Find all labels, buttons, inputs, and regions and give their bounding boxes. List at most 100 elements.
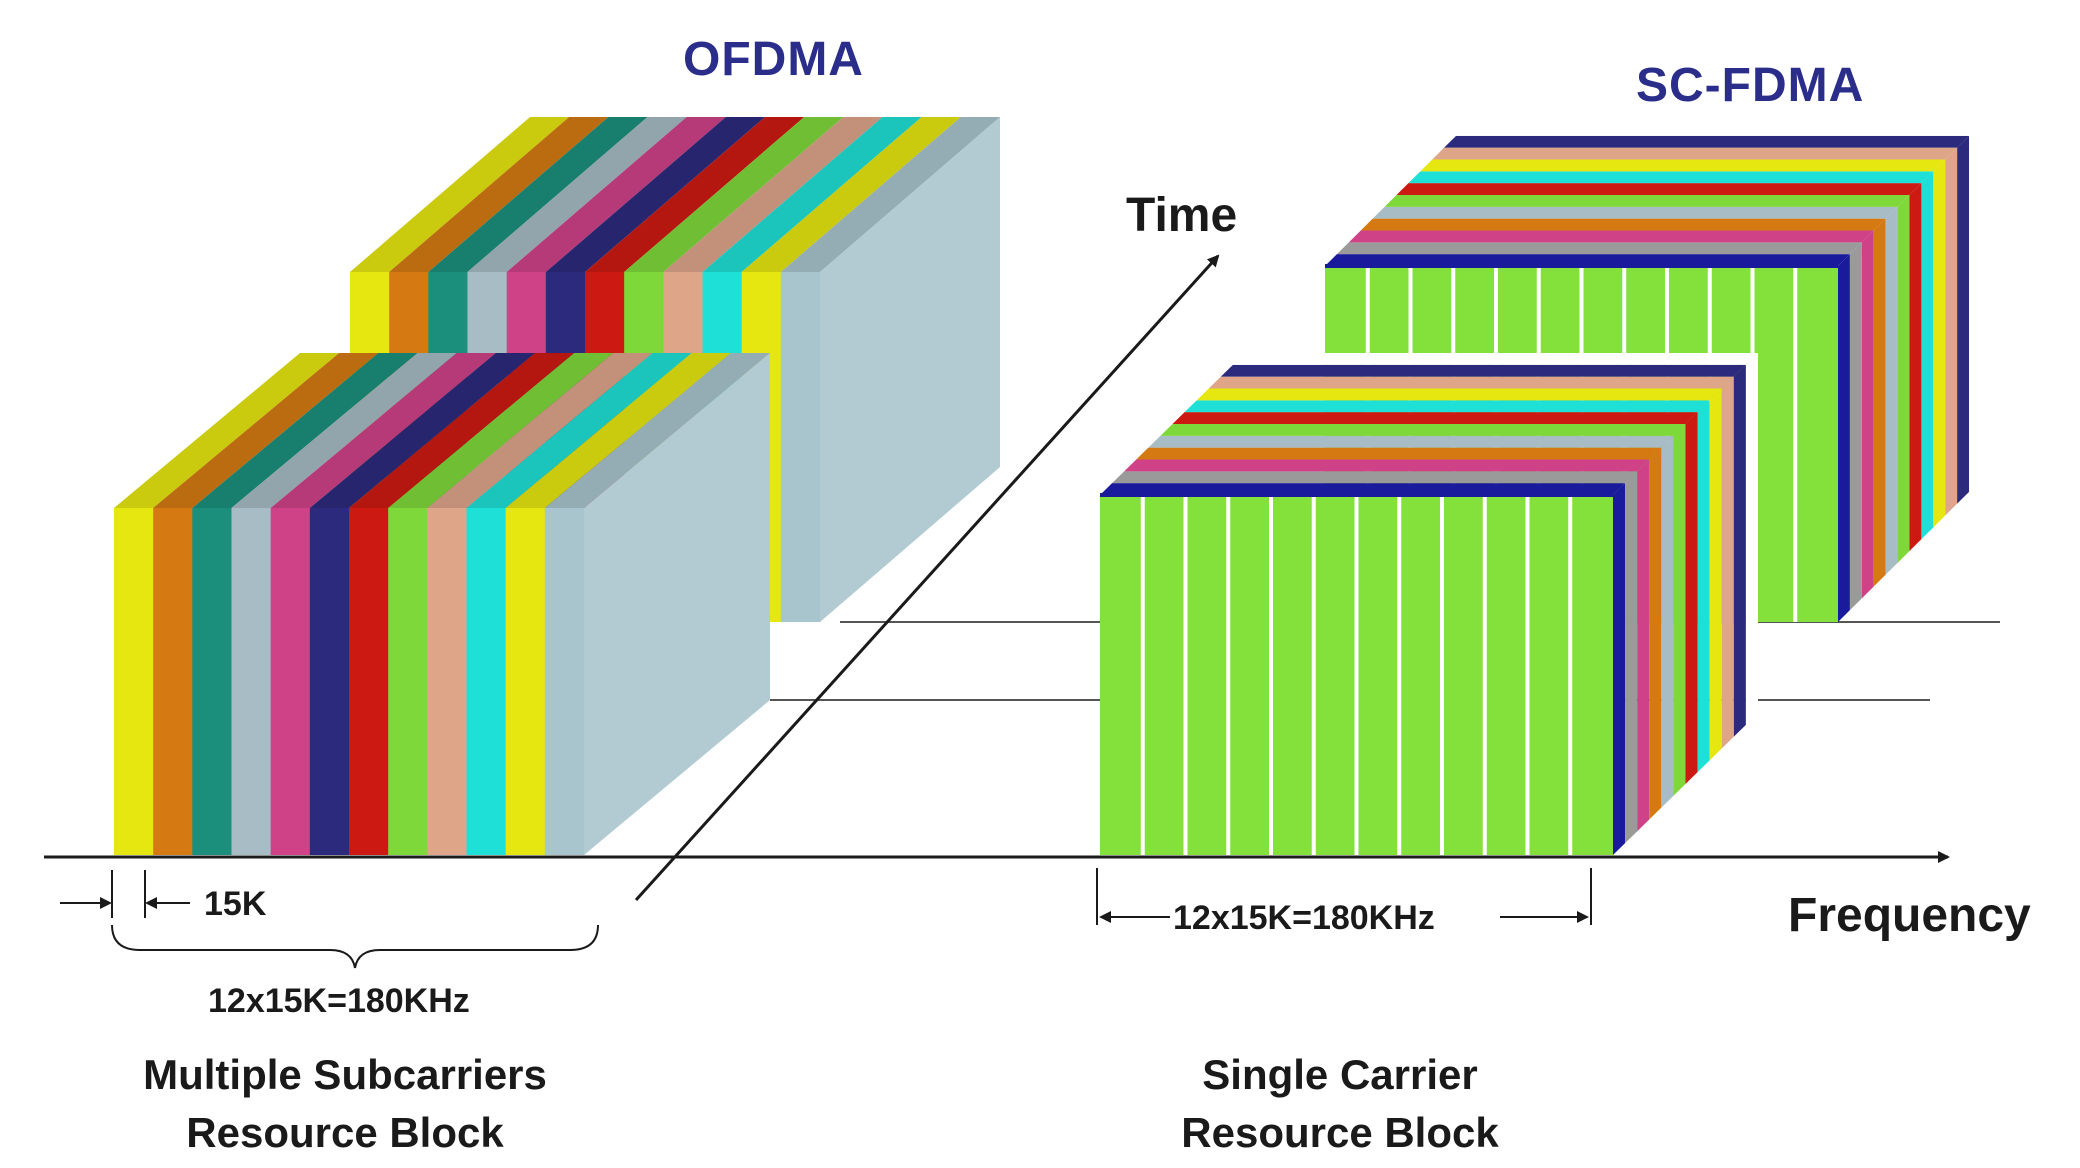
carrier-top-stripe: [1100, 483, 1626, 495]
subcarrier-slab: [114, 508, 154, 855]
carrier-side-stripe: [1613, 483, 1626, 855]
carrier-top-stripe: [1348, 230, 1874, 243]
carrier-top-stripe: [1220, 364, 1746, 377]
scfdma-bandwidth-dimension: [1096, 868, 1592, 925]
scfdma-caption: Single Carrier Resource Block: [1100, 1046, 1580, 1162]
carrier-side-stripe: [1673, 424, 1686, 796]
carrier-divider: [1440, 495, 1444, 855]
frequency-axis-label: Frequency: [1788, 889, 2031, 942]
carrier-divider: [1482, 495, 1487, 855]
subcarrier-top-face: [780, 117, 1000, 272]
carrier-side-stripe: [1861, 230, 1874, 599]
carrier-divider: [1525, 495, 1530, 855]
subcarrier-slab: [544, 508, 585, 855]
carrier-top-stripe: [1124, 459, 1650, 472]
subcarrier-slab: [192, 508, 233, 855]
carrier-top-stripe: [1372, 206, 1898, 219]
subcarrier-spacing-label: 15K: [204, 885, 267, 923]
subcarrier-top-face: [231, 353, 457, 508]
carrier-divider: [1397, 495, 1402, 855]
subcarrier-side-face: [584, 353, 770, 855]
ofdma-caption-line2: Resource Block: [186, 1109, 504, 1156]
subcarrier-top-face: [702, 117, 922, 272]
carrier-divider: [1311, 495, 1316, 855]
subcarrier-top-face: [270, 353, 496, 508]
carrier-divider: [1568, 495, 1573, 855]
carrier-side-stripe: [1897, 195, 1910, 563]
scfdma-caption-line1: Single Carrier: [1202, 1051, 1478, 1098]
carrier-side-stripe: [1957, 135, 1970, 504]
carrier-divider: [1354, 495, 1359, 855]
carrier-top-stripe: [1408, 171, 1934, 184]
subcarrier-top-face: [428, 117, 648, 272]
ofdma-caption-line1: Multiple Subcarriers: [143, 1051, 547, 1098]
subcarrier-spacing-marker: [60, 870, 190, 918]
carrier-top-stripe: [1208, 376, 1734, 389]
carrier-side-stripe: [1873, 218, 1886, 587]
scfdma-caption-line2: Resource Block: [1181, 1109, 1499, 1156]
subcarrier-slab: [270, 508, 311, 855]
time-axis-label: Time: [1126, 189, 1238, 242]
carrier-divider: [1269, 495, 1273, 855]
carrier-side-stripe: [1637, 459, 1650, 832]
carrier-divider: [1183, 495, 1188, 855]
ofdma-bandwidth-label: 12x15K=180KHz: [208, 982, 470, 1020]
carrier-top-stripe: [1456, 124, 1981, 136]
subcarrier-slab: [505, 508, 546, 855]
carrier-side-stripe: [1745, 353, 1758, 725]
subcarrier-top-face: [506, 117, 726, 272]
carrier-side-stripe: [1733, 364, 1746, 737]
carrier-top-stripe: [1136, 447, 1662, 460]
carrier-top-stripe: [1148, 435, 1674, 448]
subcarrier-top-face: [349, 353, 575, 508]
carrier-top-stripe: [1432, 147, 1958, 160]
carrier-side-stripe: [1885, 206, 1898, 575]
subcarrier-slab: [780, 272, 821, 622]
subcarrier-top-face: [467, 117, 687, 272]
carrier-side-stripe: [1849, 242, 1862, 611]
subcarrier-top-face: [192, 353, 418, 508]
carrier-side-stripe: [1921, 171, 1934, 540]
ofdma-title: OFDMA: [683, 33, 864, 86]
subcarrier-top-face: [309, 353, 535, 508]
subcarrier-top-face: [544, 353, 770, 508]
subcarrier-top-face: [466, 353, 692, 508]
ofdma-bandwidth-brace: [111, 924, 599, 969]
carrier-top-stripe: [1112, 471, 1638, 484]
subcarrier-slab: [153, 508, 193, 855]
carrier-top-stripe: [1160, 424, 1686, 436]
subcarrier-slab: [349, 508, 389, 855]
subcarrier-side-face: [820, 117, 1000, 622]
carrier-side-stripe: [1697, 400, 1710, 773]
subcarrier-top-face: [624, 117, 844, 272]
subcarrier-top-face: [114, 353, 340, 508]
carrier-side-stripe: [1685, 412, 1698, 784]
carrier-side-stripe: [1709, 388, 1722, 761]
subcarrier-top-face: [585, 117, 805, 272]
carrier-side-stripe: [1721, 376, 1734, 749]
subcarrier-top-face: [663, 117, 883, 272]
carrier-side-stripe: [1838, 254, 1850, 622]
carrier-top-stripe: [1184, 400, 1710, 413]
carrier-top-stripe: [1384, 195, 1910, 207]
subcarrier-slab: [388, 508, 428, 855]
subcarrier-top-face: [741, 117, 961, 272]
carrier-side-stripe: [1945, 147, 1958, 516]
scfdma-bandwidth-label: 12x15K=180KHz: [1173, 899, 1435, 937]
subcarrier-top-face: [427, 353, 653, 508]
side-face-highlight: [820, 117, 1000, 622]
ofdma-caption: Multiple Subcarriers Resource Block: [100, 1046, 590, 1162]
carrier-side-stripe: [1933, 159, 1946, 528]
carrier-top-stripe: [1336, 242, 1862, 255]
carrier-side-stripe: [1649, 447, 1662, 820]
carrier-top-stripe: [1360, 218, 1886, 231]
carrier-top-stripe: [1172, 412, 1698, 424]
carrier-top-stripe: [1232, 353, 1758, 365]
subcarrier-top-face: [545, 117, 765, 272]
subcarrier-top-face: [388, 353, 614, 508]
subcarrier-top-face: [350, 117, 570, 272]
side-face-highlight: [584, 353, 770, 855]
carrier-top-stripe: [1444, 135, 1970, 148]
time-axis-arrow: [634, 254, 1220, 902]
